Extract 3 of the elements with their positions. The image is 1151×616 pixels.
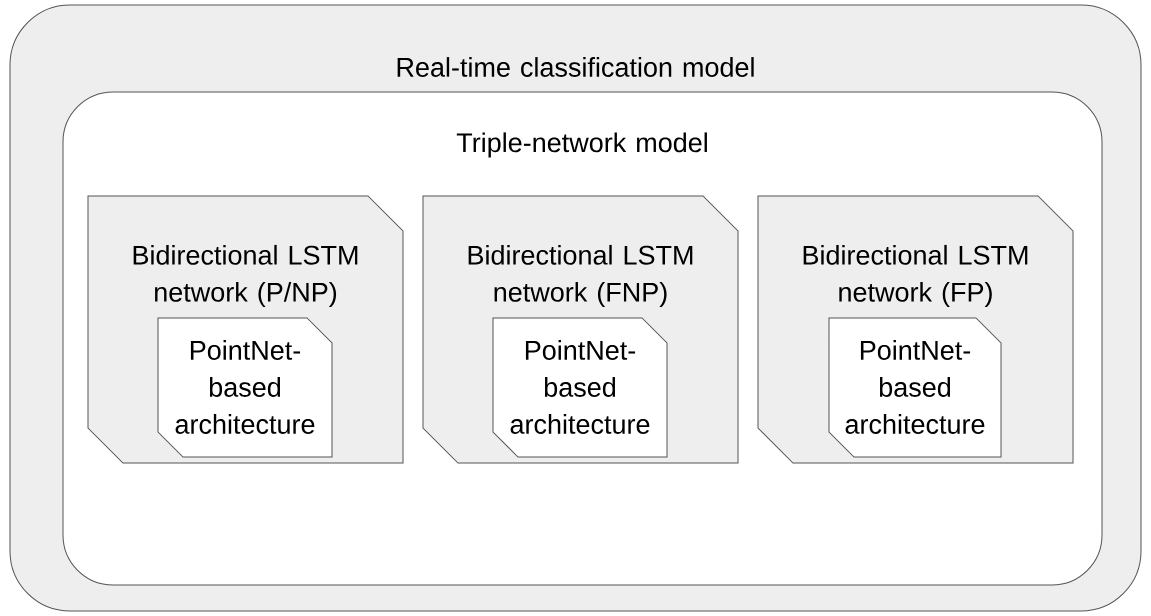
architecture-card: PointNet-based architecture [828,317,1002,458]
architecture-card: PointNet-based architecture [157,317,333,458]
architecture-card: PointNet-based architecture [492,317,668,458]
